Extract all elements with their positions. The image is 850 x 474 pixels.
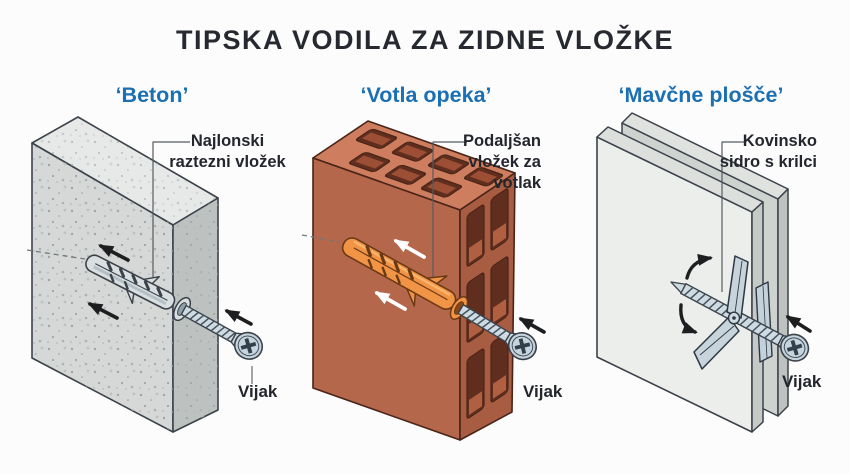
motion-arrows [87, 244, 253, 326]
phillips-cross-icon [514, 338, 531, 354]
screw-votla-opeka [449, 296, 537, 361]
insert-arrow [785, 315, 812, 333]
leader-line-plug [432, 141, 467, 294]
phillips-cross-icon [240, 338, 257, 354]
motion-arrows-white [374, 239, 426, 311]
toggle-anchor-channel [755, 281, 773, 363]
screw-beton [172, 296, 264, 360]
annotation-cavity-plug: Podaljšan vložek za votlak [463, 132, 541, 192]
header-votla-opeka: ‘Votla opeka’ [360, 83, 492, 107]
annotation-nylon-plug: Najlonski raztezni vložek [169, 132, 286, 171]
brick-top-holes [348, 128, 504, 198]
leader-line-anchor [721, 141, 744, 292]
panel-votla-opeka-illustration [301, 120, 546, 441]
pilot-hole-dashed-line [301, 234, 341, 243]
panel-beton-illustration [26, 116, 264, 433]
toggle-anchor-wings [693, 255, 749, 370]
header-beton: ‘Beton’ [115, 83, 189, 107]
screw-label-beton: Vijak [238, 382, 278, 401]
screw-label-votla-opeka: Vijak [523, 382, 563, 401]
page-title: TIPSKA VODILA ZA ZIDNE VLOŽKE [175, 25, 674, 55]
brick-side-holes [466, 188, 509, 419]
rotation-arrows [679, 253, 713, 334]
annotation-metal-anchor: Kovinsko sidro s krilci [719, 132, 817, 171]
phillips-cross-icon [786, 339, 803, 356]
header-mavcne-plosce: ‘Mavčne plošče’ [618, 83, 784, 107]
extended-cavity-plug [341, 237, 457, 310]
panel-mavcne-plosce-illustration [596, 112, 812, 433]
nylon-expansion-plug [85, 254, 176, 310]
leader-line-plug [152, 141, 190, 286]
screw-label-mavcne-plosce: Vijak [782, 372, 822, 391]
pilot-hole-dashed-line [26, 249, 86, 260]
insert-arrow [518, 317, 546, 334]
